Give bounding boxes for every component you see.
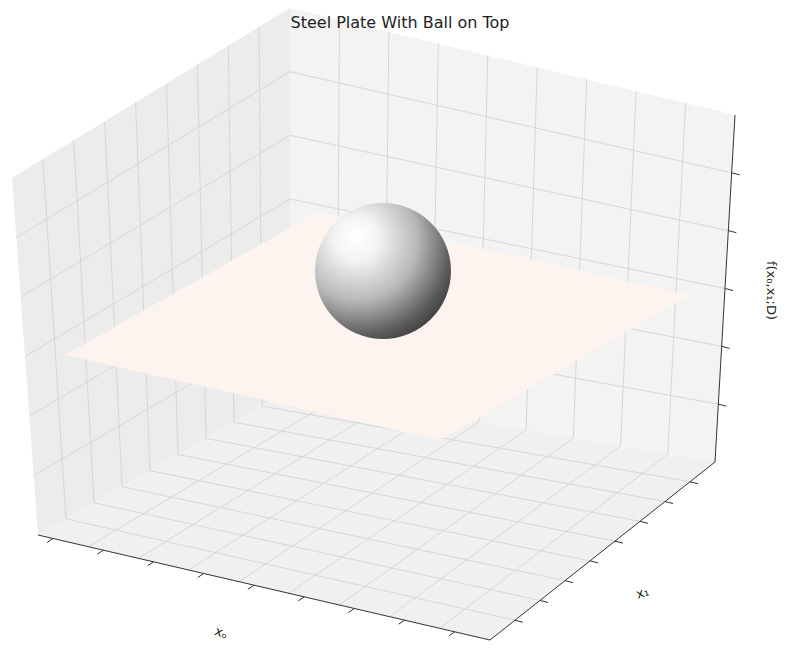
grid-line	[198, 574, 204, 578]
grid-line	[38, 535, 490, 640]
axis-label: f(x₀,x₁;D)	[765, 260, 780, 319]
grid-line	[732, 173, 740, 175]
grid-line	[540, 600, 548, 602]
grid-line	[150, 471, 590, 561]
grid-line	[239, 422, 479, 582]
grid-line	[718, 404, 726, 406]
grid-line	[390, 446, 621, 617]
grid-line	[206, 438, 640, 521]
grid-line	[690, 482, 698, 484]
grid-line	[399, 620, 405, 624]
grid-line	[178, 454, 615, 541]
grid-line	[440, 454, 668, 628]
grid-line	[728, 231, 736, 233]
grid-line	[590, 561, 598, 563]
grid-line	[97, 550, 103, 554]
ball	[315, 203, 451, 339]
grid-line	[665, 502, 673, 504]
grid-line	[449, 632, 455, 636]
grid-line	[348, 609, 354, 613]
axis-label: x₁	[634, 583, 651, 601]
grid-line	[189, 414, 432, 570]
grid-line	[725, 289, 733, 291]
floor-pane	[38, 390, 715, 640]
grid-line	[148, 562, 154, 566]
grid-line	[565, 581, 573, 583]
grid-line	[640, 521, 648, 523]
grid-line	[66, 519, 515, 620]
grid-line	[715, 115, 735, 462]
grid-line	[138, 406, 384, 558]
grid-line	[47, 539, 53, 543]
grid-line	[615, 541, 623, 543]
axis-label: xₒ	[213, 623, 231, 642]
grid-line	[515, 620, 523, 622]
grid-line	[122, 487, 565, 581]
grid-line	[290, 72, 732, 173]
grid-line	[16, 72, 290, 238]
grid-line	[94, 503, 540, 601]
grid-line	[248, 585, 254, 589]
chart-title: Steel Plate With Ball on Top	[291, 13, 510, 32]
grid-line	[490, 462, 715, 640]
grid-line	[298, 597, 304, 601]
grid-line	[722, 346, 730, 348]
